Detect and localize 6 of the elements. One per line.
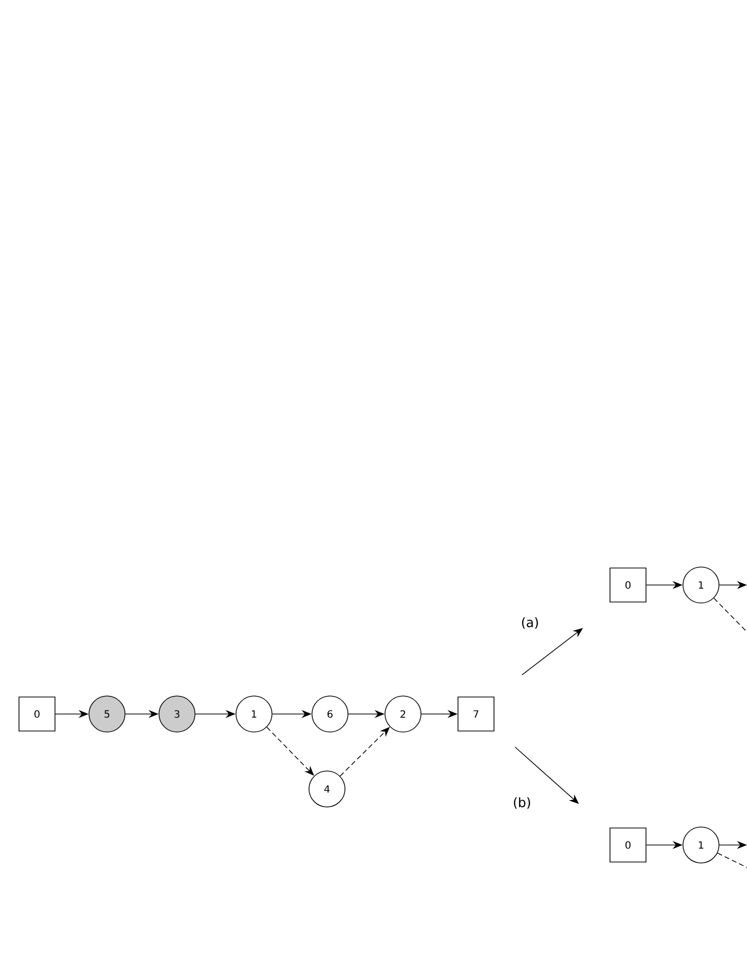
panel-label: (a) — [522, 617, 538, 629]
panel-label: (b) — [514, 797, 530, 809]
process-box: 0 — [610, 828, 646, 862]
process-box: 0 — [610, 568, 646, 602]
process-box: 7 — [458, 696, 494, 732]
process-box: 0 — [18, 696, 56, 732]
